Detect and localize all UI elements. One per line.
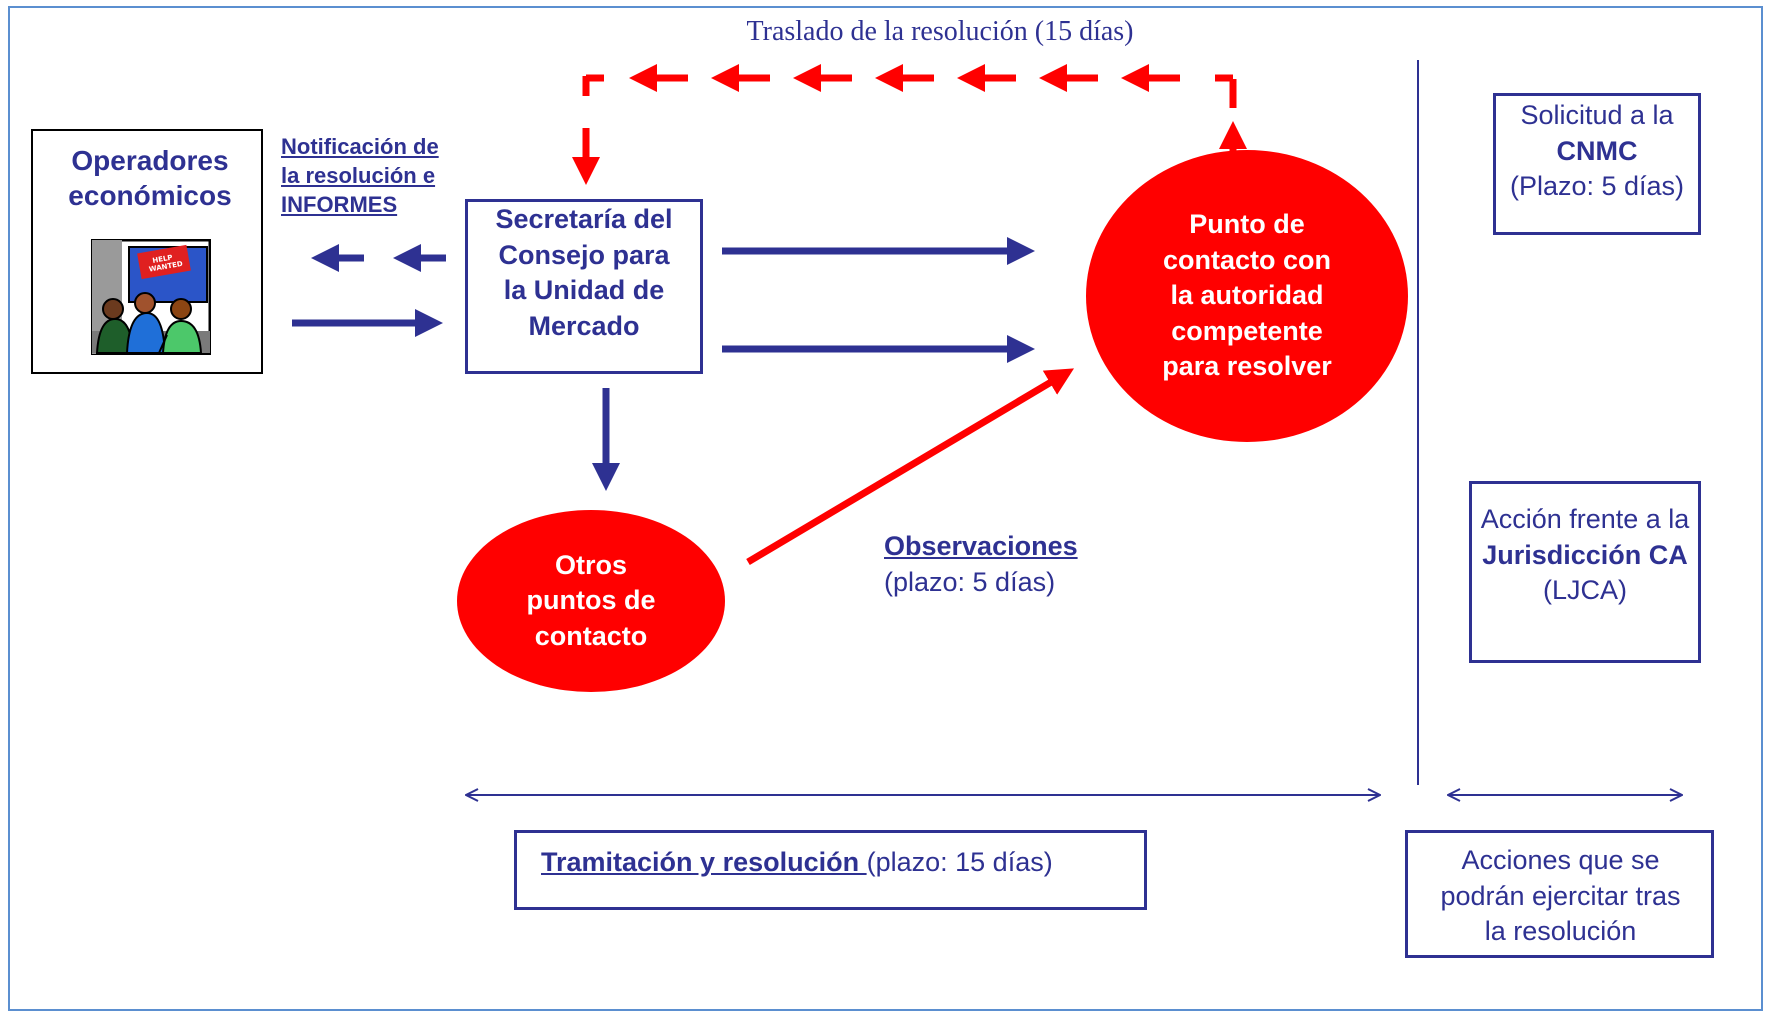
observaciones-block: Observaciones (plazo: 5 días) <box>884 528 1144 600</box>
operators-title: Operadores económicos <box>68 145 232 211</box>
solicitud-text: Solicitud a la <box>1520 100 1674 130</box>
accion-box: Acción frente a la Jurisdicción CA (LJCA… <box>1469 481 1701 663</box>
observaciones-arrow <box>746 368 1075 566</box>
solicitud-label: Solicitud a la CNMC (Plazo: 5 días) <box>1500 98 1694 205</box>
red-dashed-return-arrow <box>572 64 1247 185</box>
tramitacion-title: Tramitación y resolución <box>541 847 867 877</box>
jurisdiccion-text: Jurisdicción CA <box>1482 539 1688 570</box>
tramitacion-label: Tramitación y resolución (plazo: 15 días… <box>541 845 1141 879</box>
operators-box: Operadores económicos HELP WANTED <box>31 129 263 374</box>
observaciones-plazo: (plazo: 5 días) <box>884 567 1056 597</box>
otros-puntos-label: Otros puntos de contacto <box>526 549 656 651</box>
traslado-label: Traslado de la resolución (15 días) <box>746 16 1134 47</box>
punto-contacto-node: Punto de contacto con la autoridad compe… <box>1086 150 1408 442</box>
accion-text: Acción frente a la <box>1480 504 1690 534</box>
tramitacion-box: Tramitación y resolución (plazo: 15 días… <box>514 830 1147 910</box>
punto-contacto-label: Punto de contacto con la autoridad compe… <box>1162 209 1332 382</box>
secretaria-box: Secretaría del Consejo para la Unidad de… <box>465 199 703 374</box>
sign-text: HELP <box>152 254 173 265</box>
job-seekers-icon: HELP WANTED <box>91 239 211 355</box>
secretaria-label: Secretaría del Consejo para la Unidad de… <box>495 204 673 341</box>
cnmc-text: CNMC <box>1556 135 1638 166</box>
acciones-box: Acciones que se podrán ejercitar tras la… <box>1405 830 1714 958</box>
tramitacion-plazo: (plazo: 15 días) <box>866 847 1053 877</box>
diagram-frame <box>8 6 1763 1011</box>
solicitud-plazo: (Plazo: 5 días) <box>1509 171 1685 201</box>
observaciones-title: Observaciones <box>884 531 1078 561</box>
accion-label: Acción frente a la Jurisdicción CA (LJCA… <box>1480 502 1690 609</box>
acciones-label: Acciones que se podrán ejercitar tras la… <box>1440 845 1681 946</box>
notification-label: Notificación de la resolución e INFORMES <box>281 134 439 217</box>
solicitud-box: Solicitud a la CNMC (Plazo: 5 días) <box>1493 93 1701 235</box>
otros-puntos-node: Otros puntos de contacto <box>457 510 725 692</box>
ljca-text: (LJCA) <box>1542 575 1627 605</box>
